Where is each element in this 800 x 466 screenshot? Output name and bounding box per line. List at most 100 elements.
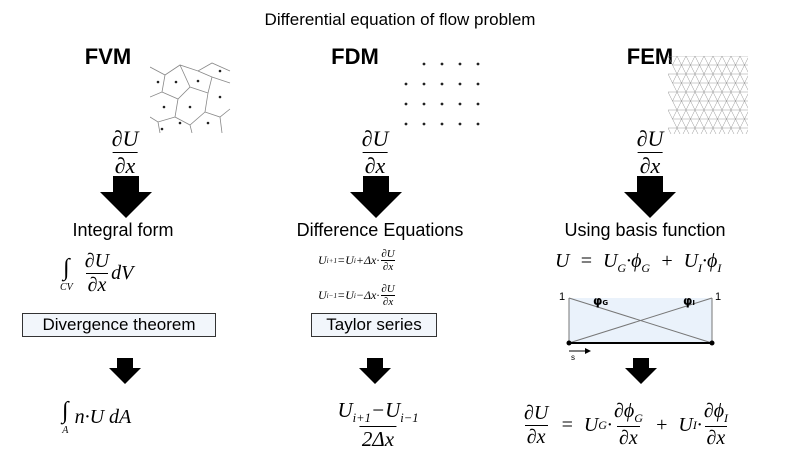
mesh-edge (735, 64, 741, 75)
mesh-edge (730, 109, 736, 120)
mesh-edge (717, 64, 723, 75)
grid-point (422, 62, 426, 66)
fem-small-arrow-icon (625, 358, 657, 384)
grid-point (476, 82, 480, 86)
mesh-edge (676, 118, 682, 129)
mesh-edge (712, 118, 718, 129)
grid-point (404, 102, 408, 106)
mesh-edge (694, 109, 700, 120)
mesh-edge (703, 100, 709, 111)
fvm-integral-formula: ∫CV ∂U∂x dV (60, 250, 134, 296)
mesh-edge (685, 91, 691, 102)
mesh-edge (708, 118, 714, 129)
taylor-series-box: Taylor series (311, 313, 437, 337)
mesh-edge (690, 64, 696, 75)
fdm-heading: FDM (331, 44, 379, 69)
mesh-edge (694, 56, 700, 66)
mesh-edge (726, 118, 732, 129)
mesh-edge (726, 64, 732, 75)
mesh-edge (699, 56, 705, 66)
mesh-edge (721, 73, 727, 84)
mesh-edge (703, 73, 709, 84)
mesh-edge (708, 64, 714, 75)
mesh-edge (672, 100, 678, 111)
s-axis-label: s (571, 353, 575, 360)
mesh-edge (726, 82, 732, 93)
mesh-edge (685, 73, 691, 84)
mesh-edge (721, 127, 726, 134)
graph-right-value: 1 (715, 291, 721, 303)
grid-point (422, 102, 426, 106)
grid-point (476, 102, 480, 106)
grid-point (404, 122, 408, 126)
mesh-edge (739, 100, 745, 111)
mesh-edge (744, 93, 748, 102)
mesh-edge (739, 64, 745, 75)
fdm-step-label: Difference Equations (296, 220, 464, 240)
mesh-edge (699, 91, 705, 102)
mesh-edge (681, 91, 687, 102)
mesh-edge (735, 82, 741, 93)
fvm-result-formula: ∫A n·U dA (62, 398, 132, 436)
mesh-edge (744, 57, 748, 66)
grid-point (422, 82, 426, 86)
divergence-theorem-box: Divergence theorem (22, 313, 216, 337)
mesh-edge (708, 109, 714, 120)
mesh-edge (676, 56, 682, 66)
mesh-edge (694, 91, 700, 102)
mesh-edge (735, 56, 741, 66)
mesh-edge (739, 91, 745, 102)
mesh-edge (721, 64, 727, 75)
mesh-edge (685, 56, 691, 66)
fdm-small-arrow-icon (359, 358, 391, 384)
grid-point (458, 122, 462, 126)
mesh-edge (739, 109, 745, 120)
grid-point (458, 82, 462, 86)
mesh-edge (681, 64, 687, 75)
fvm-voronoi-mesh-image (150, 62, 231, 133)
grid-point (476, 122, 480, 126)
mesh-edge (703, 91, 709, 102)
mesh-edge (744, 64, 748, 73)
phi-i-label: φI (683, 294, 695, 308)
mesh-edge (745, 129, 748, 134)
mesh-edge (668, 73, 673, 84)
graph-left-value: 1 (559, 291, 565, 303)
mesh-edge (685, 100, 691, 111)
mesh-edge (721, 118, 727, 129)
mesh-edge (721, 82, 727, 93)
grid-point (440, 102, 444, 106)
mesh-edge (672, 73, 678, 84)
mesh-edge (708, 82, 714, 93)
diagram-title: Differential equation of flow problem (264, 10, 536, 29)
mesh-edge (703, 118, 709, 129)
mesh-edge (726, 109, 732, 120)
phi-g-label: φG (593, 294, 608, 308)
grid-point (476, 62, 480, 66)
mesh-edge (726, 56, 732, 66)
mesh-edge (690, 91, 696, 102)
mesh-edge (672, 91, 678, 102)
fem-derivative: ∂U∂x (636, 126, 664, 178)
mesh-edge (672, 109, 678, 120)
mesh-edge (694, 64, 700, 75)
mesh-edge (676, 109, 682, 120)
mesh-edge (672, 118, 678, 129)
mesh-edge (676, 100, 682, 111)
mesh-edge (685, 118, 691, 129)
mesh-edge (735, 118, 741, 129)
mesh-edge (735, 91, 741, 102)
mesh-edge (676, 91, 682, 102)
mesh-edge (681, 100, 687, 111)
mesh-edge (730, 64, 736, 75)
mesh-edge (699, 109, 705, 120)
mesh-edge (685, 127, 690, 134)
mesh-edge (712, 82, 718, 93)
mesh-edge (703, 64, 709, 75)
mesh-edge (690, 82, 696, 93)
mesh-edge (744, 118, 748, 127)
mesh-edge (744, 100, 748, 109)
